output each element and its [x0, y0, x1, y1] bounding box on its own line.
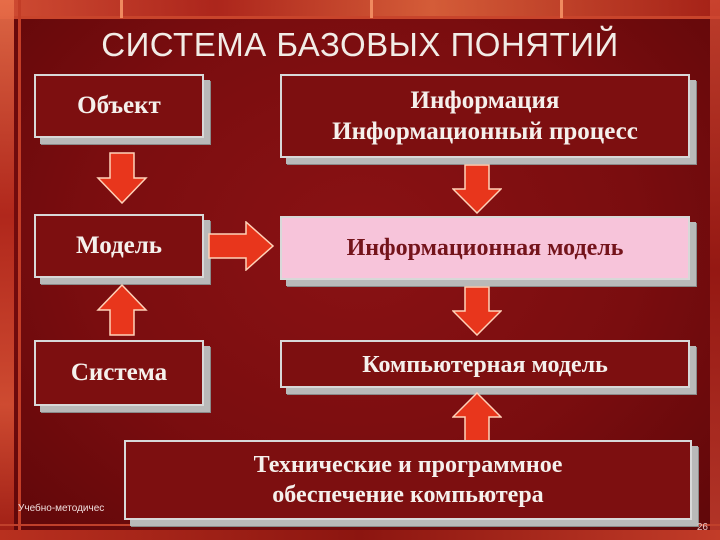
slide-title: СИСТЕМА БАЗОВЫХ ПОНЯТИЙ	[101, 26, 619, 63]
page-number: 26	[696, 522, 708, 533]
information-model-label: Информационная модель	[346, 235, 624, 261]
arrow-up-hardware-software-to-computer-model	[452, 392, 502, 442]
system-box: Система	[34, 340, 204, 406]
model-box: Модель	[34, 214, 204, 278]
object-label: Объект	[77, 92, 161, 120]
frame-mark	[120, 0, 123, 18]
information-model-box: Информационная модель	[280, 216, 690, 280]
footer-text: Учебно-методичес	[18, 503, 105, 514]
frame-left-decoration	[0, 0, 14, 540]
arrow-up-system-to-model	[96, 284, 148, 336]
hardware-software-box: Технические и программное обеспечение ко…	[124, 440, 692, 520]
computer-model-label: Компьютерная модель	[362, 352, 608, 378]
hardware-software-label-line1: Технические и программное	[253, 452, 563, 478]
object-box: Объект	[34, 74, 204, 138]
frame-bottom-line	[0, 524, 720, 526]
frame-bottom-decoration	[0, 530, 720, 540]
hardware-software-label-line2: обеспечение компьютера	[272, 482, 544, 508]
frame-top-decoration	[0, 0, 720, 16]
arrow-down-information-model-to-computer-model	[452, 286, 502, 336]
computer-model-box: Компьютерная модель	[280, 340, 690, 388]
frame-left-line	[18, 0, 21, 540]
arrow-down-object-to-model	[96, 152, 148, 204]
information-box: Информация Информационный процесс	[280, 74, 690, 158]
frame-right-decoration	[710, 0, 720, 540]
information-label: Информация	[410, 86, 560, 114]
system-label: Система	[70, 359, 168, 387]
frame-mark	[560, 0, 563, 18]
frame-mark	[370, 0, 373, 18]
arrow-down-information-to-information-model	[452, 164, 502, 214]
frame-top-line	[0, 16, 720, 19]
arrow-right-model-to-information-model	[208, 221, 274, 271]
information-process-label: Информационный процесс	[332, 118, 638, 145]
model-label: Модель	[75, 232, 163, 260]
